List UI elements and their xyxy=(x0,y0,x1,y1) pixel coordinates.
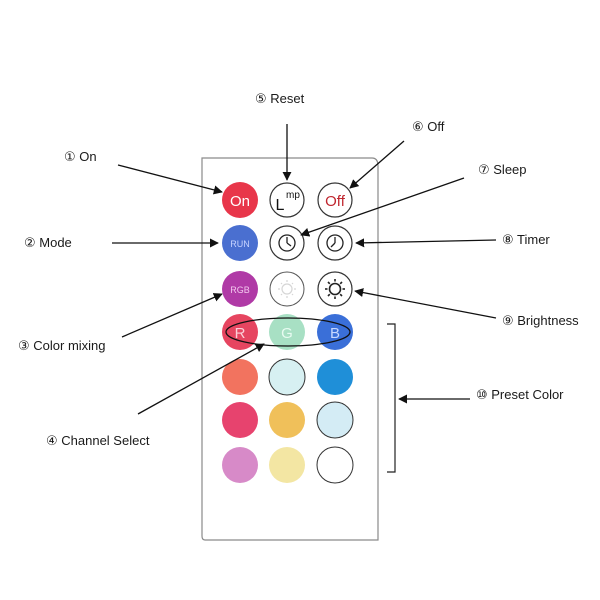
callout-arrows xyxy=(112,124,497,415)
preset-bracket xyxy=(387,323,396,473)
svg-text:G: G xyxy=(281,325,293,342)
arrow-timer xyxy=(355,238,497,248)
preset-color-button-3-2[interactable] xyxy=(269,447,305,483)
channel-select-ellipse xyxy=(225,317,351,347)
brightness-down-button[interactable] xyxy=(269,271,305,307)
color-mixing-button[interactable]: RGB xyxy=(222,271,258,307)
reset-button[interactable]: L mp xyxy=(269,182,305,218)
channel-r-button[interactable]: R xyxy=(222,314,258,350)
sun-dim-icon xyxy=(278,280,296,298)
arrow-on xyxy=(117,164,223,195)
sleep-clock-icon xyxy=(278,234,296,252)
svg-text:R: R xyxy=(235,325,246,342)
preset-color-button-1-1[interactable] xyxy=(222,359,258,395)
label-color-mixing: ③ Color mixing xyxy=(18,338,106,353)
svg-text:RGB: RGB xyxy=(230,285,250,295)
label-sleep: ⑦ Sleep xyxy=(478,162,527,177)
preset-color-button-3-1[interactable] xyxy=(222,447,258,483)
arrow-off xyxy=(349,140,405,189)
arrow-sleep xyxy=(300,177,465,237)
timer-clock-icon xyxy=(326,234,344,252)
preset-color-button-1-3[interactable] xyxy=(317,359,353,395)
channel-g-button[interactable]: G xyxy=(269,314,305,350)
label-brightness: ⑨ Brightness xyxy=(502,313,579,328)
arrow-brightness xyxy=(354,288,497,319)
off-button[interactable]: Off xyxy=(317,182,353,218)
svg-text:B: B xyxy=(330,325,340,342)
channel-b-button[interactable]: B xyxy=(317,314,353,350)
brightness-up-button[interactable] xyxy=(317,271,353,307)
label-reset: ⑤ Reset xyxy=(255,91,305,106)
label-channel-select: ④ Channel Select xyxy=(46,433,150,448)
preset-color-button-2-1[interactable] xyxy=(222,402,258,438)
mode-button[interactable]: RUN xyxy=(222,225,258,261)
label-mode: ② Mode xyxy=(24,235,72,250)
preset-color-button-3-3[interactable] xyxy=(316,446,354,484)
label-preset-color: ⑩ Preset Color xyxy=(476,387,564,402)
preset-color-button-2-2[interactable] xyxy=(269,402,305,438)
arrow-channel-select xyxy=(137,343,265,415)
label-on: ① On xyxy=(64,149,97,164)
label-off: ⑥ Off xyxy=(412,119,445,134)
svg-text:On: On xyxy=(230,193,250,210)
arrow-color-mixing xyxy=(121,293,223,338)
timer-button[interactable] xyxy=(317,225,353,261)
svg-text:mp: mp xyxy=(286,190,300,201)
label-timer: ⑧ Timer xyxy=(502,232,550,247)
preset-color-button-1-2[interactable] xyxy=(268,358,306,396)
preset-color-button-2-3[interactable] xyxy=(316,401,354,439)
svg-text:L: L xyxy=(276,197,285,214)
preset-color-grid xyxy=(222,358,354,484)
sleep-button[interactable] xyxy=(269,225,305,261)
on-button[interactable]: On xyxy=(222,182,258,218)
svg-text:RUN: RUN xyxy=(230,239,250,249)
svg-text:Off: Off xyxy=(325,193,346,210)
sun-icon xyxy=(325,279,345,299)
